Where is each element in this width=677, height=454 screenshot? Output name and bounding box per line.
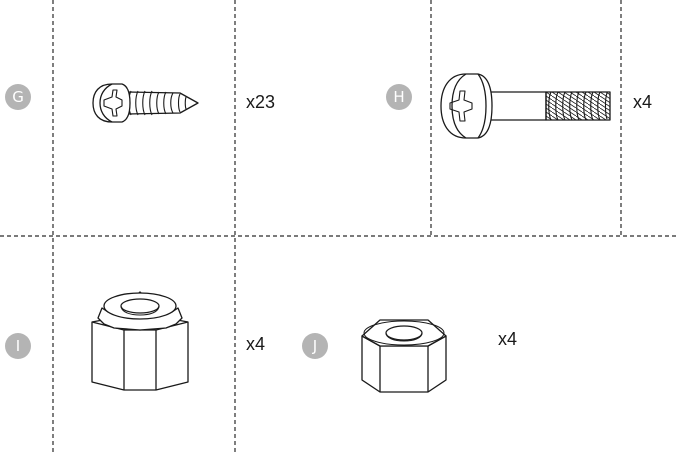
badge-j-letter: J xyxy=(312,337,317,355)
kep-lock-nut-icon xyxy=(91,291,189,391)
badge-h: H xyxy=(386,84,412,110)
badge-g: G xyxy=(5,84,31,110)
badge-h-letter: H xyxy=(393,88,404,106)
quantity-g: x23 xyxy=(246,92,276,112)
machine-bolt-icon xyxy=(440,73,611,139)
quantity-h: x4 xyxy=(633,92,653,112)
tapping-screw-icon xyxy=(92,83,199,123)
hex-nut-icon xyxy=(361,319,447,393)
badge-j: J xyxy=(302,333,328,359)
quantity-i: x4 xyxy=(246,334,266,354)
quantity-j: x4 xyxy=(498,329,518,349)
badge-i-letter: I xyxy=(16,337,20,355)
badge-g-letter: G xyxy=(12,88,24,106)
badge-i: I xyxy=(5,333,31,359)
